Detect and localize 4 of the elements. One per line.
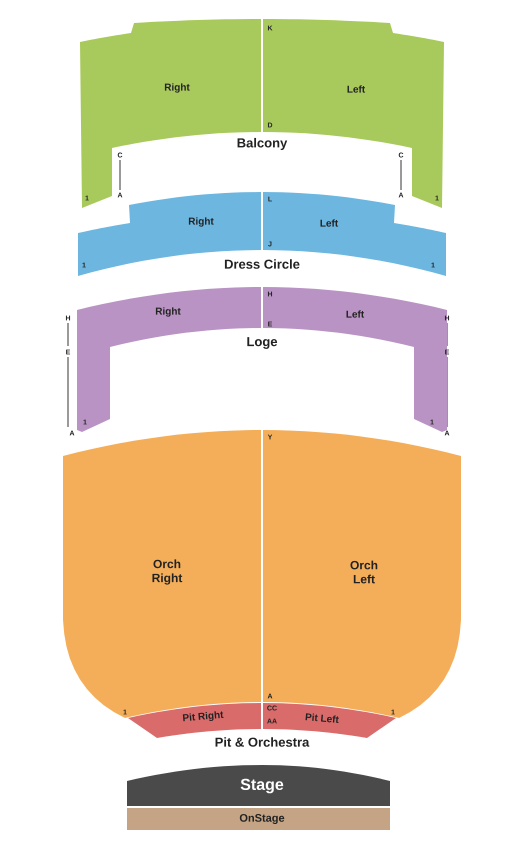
seating-section: Pit Right bbox=[128, 703, 261, 738]
section-heading: Pit & Orchestra bbox=[216, 737, 310, 747]
seating-section: Stage bbox=[127, 765, 390, 806]
seating-section: OnStage bbox=[127, 808, 390, 830]
